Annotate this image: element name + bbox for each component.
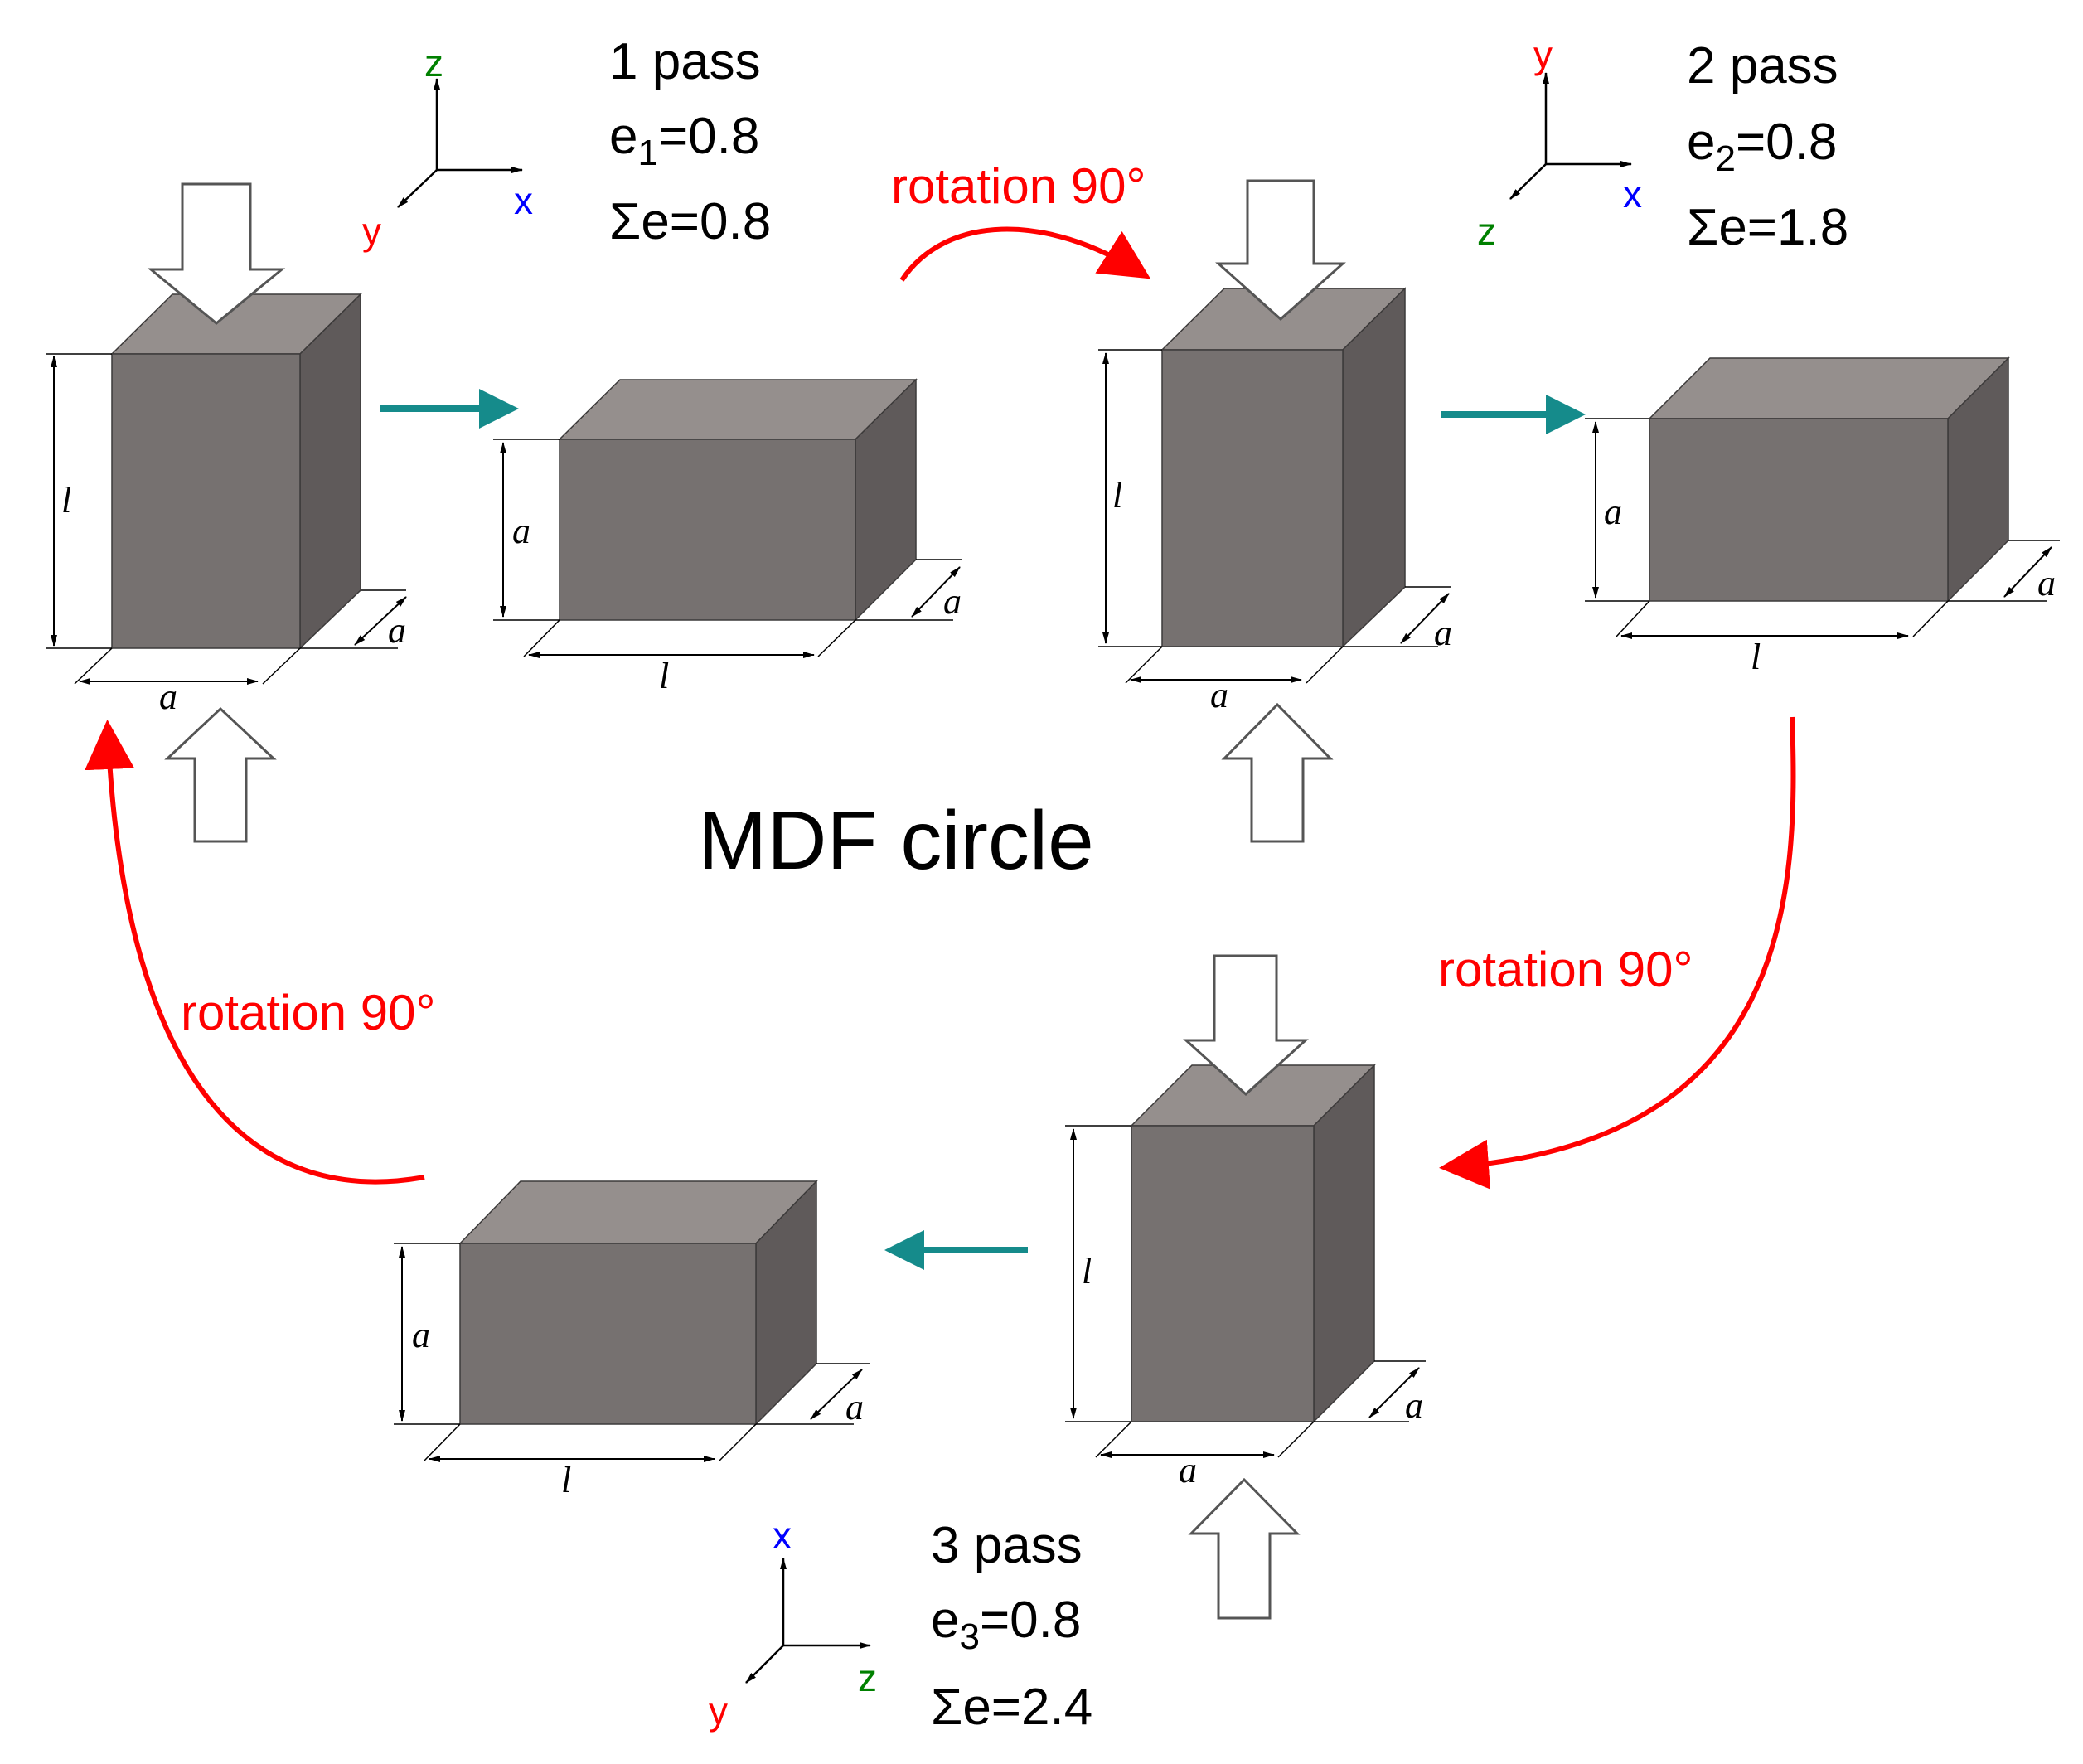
rotation-label: rotation 90°	[1438, 942, 1693, 997]
dim-side-label: a	[512, 511, 530, 551]
block-tall-pass-3: l a a	[1065, 1064, 1426, 1490]
pass-2-label: 2 pass	[1687, 37, 1838, 94]
dim-length-label: l	[659, 656, 669, 696]
block-tall-pass-2: l a a	[1098, 287, 1452, 715]
pass-1-total: Σe=0.8	[609, 193, 771, 250]
dim-side-label: a	[2037, 563, 2056, 603]
dim-side-label: a	[1604, 492, 1622, 532]
axis-label-up: y	[1533, 33, 1553, 76]
dim-side-label: a	[1405, 1385, 1423, 1426]
press-arrow-up-icon	[1221, 702, 1334, 843]
rotation-arrow-icon	[1439, 716, 1796, 1190]
rotation-arrow-icon	[85, 720, 425, 1185]
dim-side-label: a	[1434, 613, 1452, 653]
pass-3-label: 3 pass	[931, 1517, 1083, 1574]
pass-3-strain: e3=0.8	[931, 1592, 1081, 1657]
dim-side-label: a	[412, 1315, 430, 1355]
axis-label-diag: y	[362, 210, 381, 253]
press-arrow-up-icon	[164, 706, 277, 843]
dim-length-label: l	[1112, 475, 1122, 516]
dim-length-label: l	[561, 1460, 571, 1500]
press-arrow-down-icon	[147, 182, 286, 325]
press-arrow-up-icon	[1188, 1477, 1301, 1620]
pass-3-total: Σe=2.4	[931, 1679, 1092, 1736]
coordinate-axes-pass-3	[745, 1558, 871, 1684]
dim-side-label: a	[388, 610, 406, 651]
dim-side-label: a	[1179, 1450, 1197, 1490]
press-arrow-down-icon	[1215, 179, 1346, 322]
pass-2-strain: e2=0.8	[1687, 114, 1837, 179]
axis-label-right: x	[514, 179, 533, 222]
axis-label-diag: z	[1477, 210, 1496, 253]
axis-label-right: x	[1623, 172, 1642, 216]
coordinate-axes-pass-2	[1509, 72, 1632, 200]
press-arrow-down-icon	[1183, 954, 1309, 1097]
rotation-label: rotation 90°	[181, 985, 436, 1040]
dim-length-label: l	[1082, 1251, 1092, 1292]
block-flat-pass-3: a l a	[394, 1180, 870, 1500]
axis-label-up: z	[424, 41, 443, 85]
block-tall-pass-1: l a a	[46, 293, 407, 717]
dim-side-label: a	[845, 1387, 864, 1427]
block-flat-pass-1: a l a	[493, 378, 962, 696]
dim-side-label: a	[1210, 675, 1228, 715]
axis-label-right: z	[858, 1656, 877, 1699]
coordinate-axes-pass-1	[397, 78, 523, 208]
axis-label-diag: y	[709, 1689, 728, 1732]
rotation-label: rotation 90°	[891, 158, 1146, 214]
rotation-arrow-icon	[899, 226, 1151, 282]
dim-length-label: l	[1751, 637, 1761, 677]
pass-1-label: 1 pass	[609, 33, 761, 90]
dim-side-label: a	[159, 676, 177, 717]
block-flat-pass-2: a l a	[1585, 356, 2060, 677]
pass-1-strain: e1=0.8	[609, 108, 759, 173]
dim-length-label: l	[61, 480, 71, 521]
diagram-title: MDF circle	[698, 794, 1094, 887]
pass-2-total: Σe=1.8	[1687, 199, 1848, 256]
axis-label-up: x	[773, 1514, 792, 1557]
dim-side-label: a	[943, 581, 962, 622]
